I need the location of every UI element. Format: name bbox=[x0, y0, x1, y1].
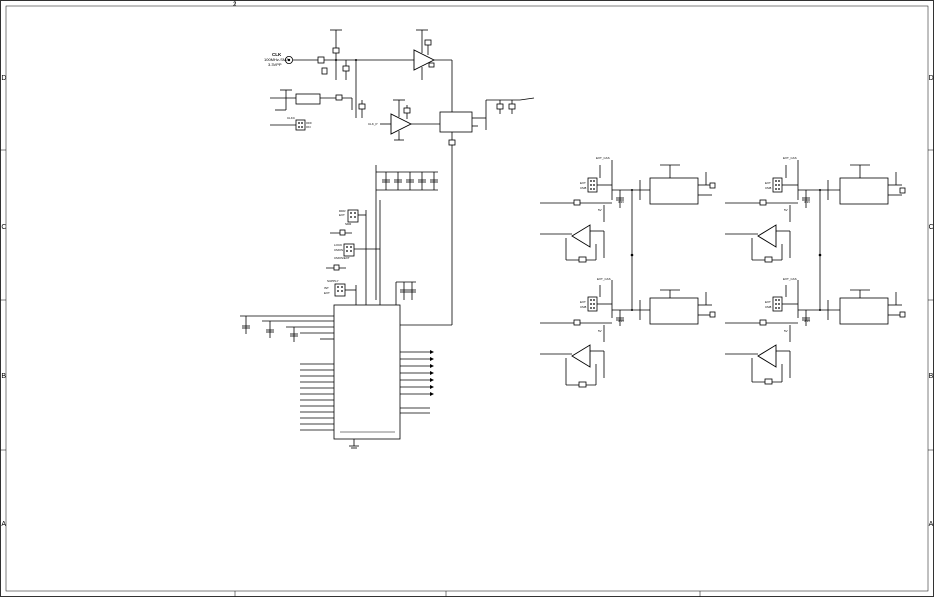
lock-jumper bbox=[343, 243, 355, 257]
output-block-4-ref: 3.3V bbox=[804, 319, 810, 323]
clock-buffer-bottom bbox=[390, 113, 413, 135]
supply-jumper bbox=[334, 283, 346, 297]
output-block-2: EXT_CAS EXT CM8 5V 3.3V bbox=[725, 156, 906, 263]
right-bus-pins bbox=[400, 350, 434, 414]
lock-jumper-cmos: CMOS bbox=[334, 248, 343, 252]
output-block-1-supply: 5V bbox=[598, 208, 602, 212]
col-marker-top: 2 bbox=[233, 2, 237, 8]
output-block-4-amp bbox=[757, 344, 777, 368]
output-block-1-ref: 3.3V bbox=[618, 200, 624, 204]
output-block-2-jumper-title: EXT_CAS bbox=[783, 156, 797, 160]
ddr-jumper-sdr: SDR bbox=[345, 222, 352, 226]
output-block-2-jumper bbox=[772, 177, 783, 193]
main-controller-ic bbox=[240, 304, 452, 449]
output-block-1-jumper-cm8: CM8 bbox=[580, 186, 587, 190]
row-marker-right-a: A bbox=[929, 521, 934, 528]
clkc-jumper-title: CLKC bbox=[287, 116, 296, 120]
output-block-3-amp bbox=[571, 344, 591, 368]
output-block-2-supply: 5V bbox=[784, 208, 788, 212]
row-marker-left-c: C bbox=[1, 224, 6, 231]
output-block-3-ref: 3.3V bbox=[618, 319, 624, 323]
output-block-4-jumper-cm8: CM8 bbox=[765, 305, 772, 309]
output-block-1-jumper-ext: EXT bbox=[580, 181, 586, 185]
clock-input-circuit: CLK 100MHz-SMA 3.3VPP bbox=[264, 29, 535, 325]
clk-connector-freq: 100MHz-SMA bbox=[264, 57, 289, 62]
sma-connector-symbol bbox=[284, 56, 293, 65]
output-block-3-jumper-ext: EXT bbox=[580, 300, 586, 304]
decoupling-capacitor-bank bbox=[375, 165, 438, 300]
clkc-jumper bbox=[295, 119, 306, 131]
clock-divider-ic bbox=[295, 93, 321, 105]
output-block-4-driver-ic bbox=[839, 297, 889, 325]
left-bus-pins bbox=[300, 363, 334, 431]
output-block-1-driver-ic bbox=[649, 177, 699, 205]
ddr-jumper-label: DDR bbox=[339, 209, 346, 213]
output-block-1-jumper bbox=[587, 177, 598, 193]
row-marker-left-b: B bbox=[1, 373, 6, 380]
row-marker-right-b: B bbox=[929, 373, 934, 380]
lock-jumper-label: LOCK bbox=[334, 243, 342, 247]
output-block-4: EXT_CAS EXT CM8 5V 3.3V bbox=[725, 253, 906, 385]
output-block-3-jumper-title: EXT_CAS bbox=[597, 277, 611, 281]
output-block-4-supply: 5V bbox=[784, 329, 788, 333]
row-marker-right-d: D bbox=[929, 75, 934, 82]
output-block-2-driver-ic bbox=[839, 177, 889, 205]
clk-p-label: CLK_P bbox=[368, 122, 378, 126]
clk-connector-level: 3.3VPP bbox=[268, 62, 282, 67]
clk-connector-label: CLK bbox=[272, 52, 282, 57]
output-block-2-ref: 3.3V bbox=[804, 200, 810, 204]
clock-buffer-top bbox=[413, 49, 436, 71]
output-block-2-amp bbox=[757, 224, 777, 248]
output-block-3-jumper bbox=[587, 296, 598, 312]
output-block-2-jumper-ext: EXT bbox=[765, 181, 771, 185]
output-block-2-jumper-cm8: CM8 bbox=[765, 186, 772, 190]
lock-jumper-cmos-ext: CMOS/EXT bbox=[334, 256, 350, 260]
clkc-jumper-on: ON bbox=[306, 125, 311, 129]
ddr-jumper bbox=[347, 209, 359, 223]
clock-mux-ic bbox=[439, 111, 473, 133]
output-block-3-jumper-cm8: CM8 bbox=[580, 305, 587, 309]
output-block-1: EXT_CAS EXT CM8 5V 3.3V bbox=[540, 156, 716, 263]
output-block-3-driver-ic bbox=[649, 297, 699, 325]
output-block-4-jumper bbox=[772, 296, 783, 312]
clkc-jumper-off: OFF bbox=[306, 121, 312, 125]
output-block-3-supply: 5V bbox=[598, 329, 602, 333]
output-block-3: EXT_CAS EXT CM8 5V 3.3V bbox=[540, 253, 716, 388]
row-marker-right-c: C bbox=[929, 224, 934, 231]
supply-jumper-ext: EXT bbox=[324, 291, 330, 295]
output-block-4-jumper-ext: EXT bbox=[765, 300, 771, 304]
supply-jumper-label: SUPPLY bbox=[327, 279, 339, 283]
mode-jumpers: DDR EXT SDR LOCK CMOS CMOS/EXT SUPPLY IN… bbox=[324, 200, 416, 305]
row-marker-left-a: A bbox=[1, 521, 6, 528]
output-block-4-jumper-title: EXT_CAS bbox=[783, 277, 797, 281]
ddr-jumper-ext: EXT bbox=[339, 213, 345, 217]
row-marker-left-d: D bbox=[1, 75, 6, 82]
output-block-1-amp bbox=[571, 224, 591, 248]
output-block-1-jumper-title: EXT_CAS bbox=[596, 156, 610, 160]
supply-jumper-int: INT bbox=[324, 286, 329, 290]
